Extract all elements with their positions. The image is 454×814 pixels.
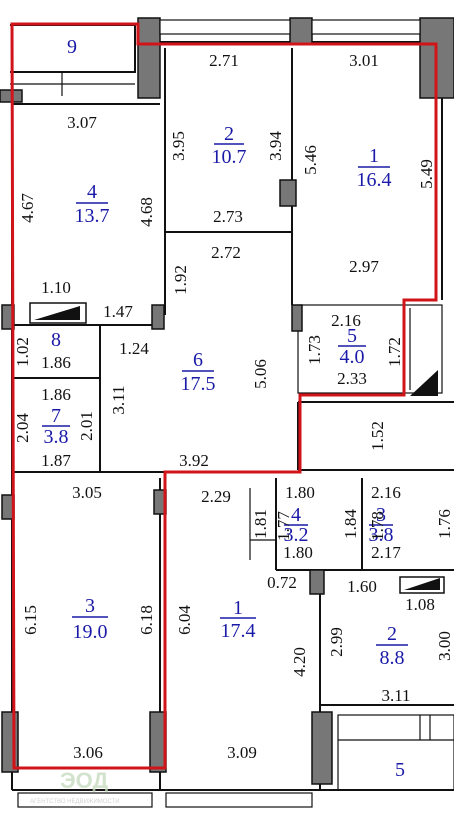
dimension: 6.18 — [137, 605, 156, 635]
dimension: 3.11 — [381, 686, 410, 705]
room-number: 3 — [85, 595, 95, 617]
room-area: 13.7 — [75, 205, 110, 227]
dimension: 1.78 — [368, 511, 387, 541]
room-number: 3 — [376, 504, 386, 526]
dimension: 1.60 — [347, 577, 377, 596]
dimension: 2.73 — [213, 207, 243, 226]
dimension-labels: 2.71 3.01 3.07 3.95 3.94 5.46 5.49 4.67 … — [13, 51, 454, 762]
dimension: 2.71 — [209, 51, 239, 70]
room-area: 8.8 — [380, 647, 405, 669]
room-area: 16.4 — [357, 169, 392, 191]
dimension: 5.06 — [251, 359, 270, 389]
dimension: 4.20 — [290, 647, 309, 677]
room-number: 9 — [67, 36, 77, 58]
dimension: 3.94 — [266, 131, 285, 161]
dimension: 1.52 — [368, 421, 387, 451]
dimension: 3.09 — [227, 743, 257, 762]
dimension: 3.05 — [72, 483, 102, 502]
dimension: 1.10 — [41, 278, 71, 297]
room-number: 1 — [233, 597, 243, 619]
windows — [17, 19, 421, 808]
dimension: 1.86 — [41, 385, 71, 404]
room-area: 17.4 — [221, 620, 256, 642]
room-number: 8 — [51, 329, 61, 351]
dimension: 2.16 — [331, 311, 361, 330]
dimension: 1.81 — [251, 509, 270, 539]
dimension: 2.01 — [77, 411, 96, 441]
dimension: 3.92 — [179, 451, 209, 470]
watermark: ЭОД АГЕНТСТВО НЕДВИЖИМОСТИ — [30, 768, 120, 805]
room-area: 17.5 — [181, 373, 216, 395]
watermark-tagline: АГЕНТСТВО НЕДВИЖИМОСТИ — [30, 799, 120, 805]
dimension: 2.29 — [201, 487, 231, 506]
dimension: 0.72 — [267, 573, 297, 592]
dimension: 1.86 — [41, 353, 71, 372]
dimension: 1.84 — [341, 509, 360, 539]
dimension: 6.04 — [175, 605, 194, 635]
fixtures — [29, 302, 445, 594]
room-number: 6 — [193, 349, 203, 371]
apartment-outline — [10, 22, 438, 770]
dimension: 1.72 — [385, 337, 404, 367]
dimension: 5.46 — [301, 145, 320, 175]
room-number: 4 — [291, 504, 301, 526]
room-area: 4.0 — [340, 346, 365, 368]
dimension: 1.76 — [435, 509, 454, 539]
dimension: 1.24 — [119, 339, 149, 358]
dimension: 1.02 — [13, 337, 32, 367]
dimension: 1.87 — [41, 451, 71, 470]
dimension: 6.15 — [21, 605, 40, 635]
room-number: 5 — [347, 325, 357, 347]
room-area: 3.2 — [284, 524, 309, 546]
room-area: 3.8 — [369, 524, 394, 546]
dimension: 1.80 — [285, 483, 315, 502]
wall-blocks — [0, 17, 454, 785]
dimension: 1.08 — [405, 595, 435, 614]
dimension: 4.67 — [18, 193, 37, 223]
room-number: 1 — [369, 145, 379, 167]
room-number: 4 — [87, 181, 97, 203]
room-number: 7 — [51, 405, 61, 427]
room-area: 10.7 — [212, 146, 247, 168]
dimension: 1.80 — [283, 543, 313, 562]
watermark-brand: ЭОД — [60, 768, 108, 793]
dimension: 1.77 — [274, 511, 293, 541]
dimension: 2.99 — [327, 627, 346, 657]
dimension: 2.97 — [349, 257, 379, 276]
dimension: 3.07 — [67, 113, 97, 132]
room-number: 2 — [387, 623, 397, 645]
dimension: 1.92 — [171, 265, 190, 295]
dimension: 3.11 — [109, 385, 128, 414]
room-area: 19.0 — [73, 621, 108, 643]
dimension: 3.06 — [73, 743, 103, 762]
dimension: 3.01 — [349, 51, 379, 70]
room-area: 3.8 — [44, 426, 69, 448]
dimension: 1.47 — [103, 302, 133, 321]
dimension: 2.72 — [211, 243, 241, 262]
dimension: 2.33 — [337, 369, 367, 388]
dimension: 3.95 — [169, 131, 188, 161]
dimension: 2.04 — [13, 413, 32, 443]
room-number: 2 — [224, 123, 234, 145]
dimension: 3.00 — [435, 631, 454, 661]
dimension: 1.73 — [305, 335, 324, 365]
room-number: 5 — [395, 759, 405, 781]
dimension: 4.68 — [137, 197, 156, 227]
dimension: 2.17 — [371, 543, 401, 562]
dimension: 2.16 — [371, 483, 401, 502]
room-labels: 9 2 10.7 1 16.4 4 13.7 8 6 17.5 5 4.0 7 … — [42, 36, 408, 781]
dimension: 5.49 — [417, 159, 436, 189]
